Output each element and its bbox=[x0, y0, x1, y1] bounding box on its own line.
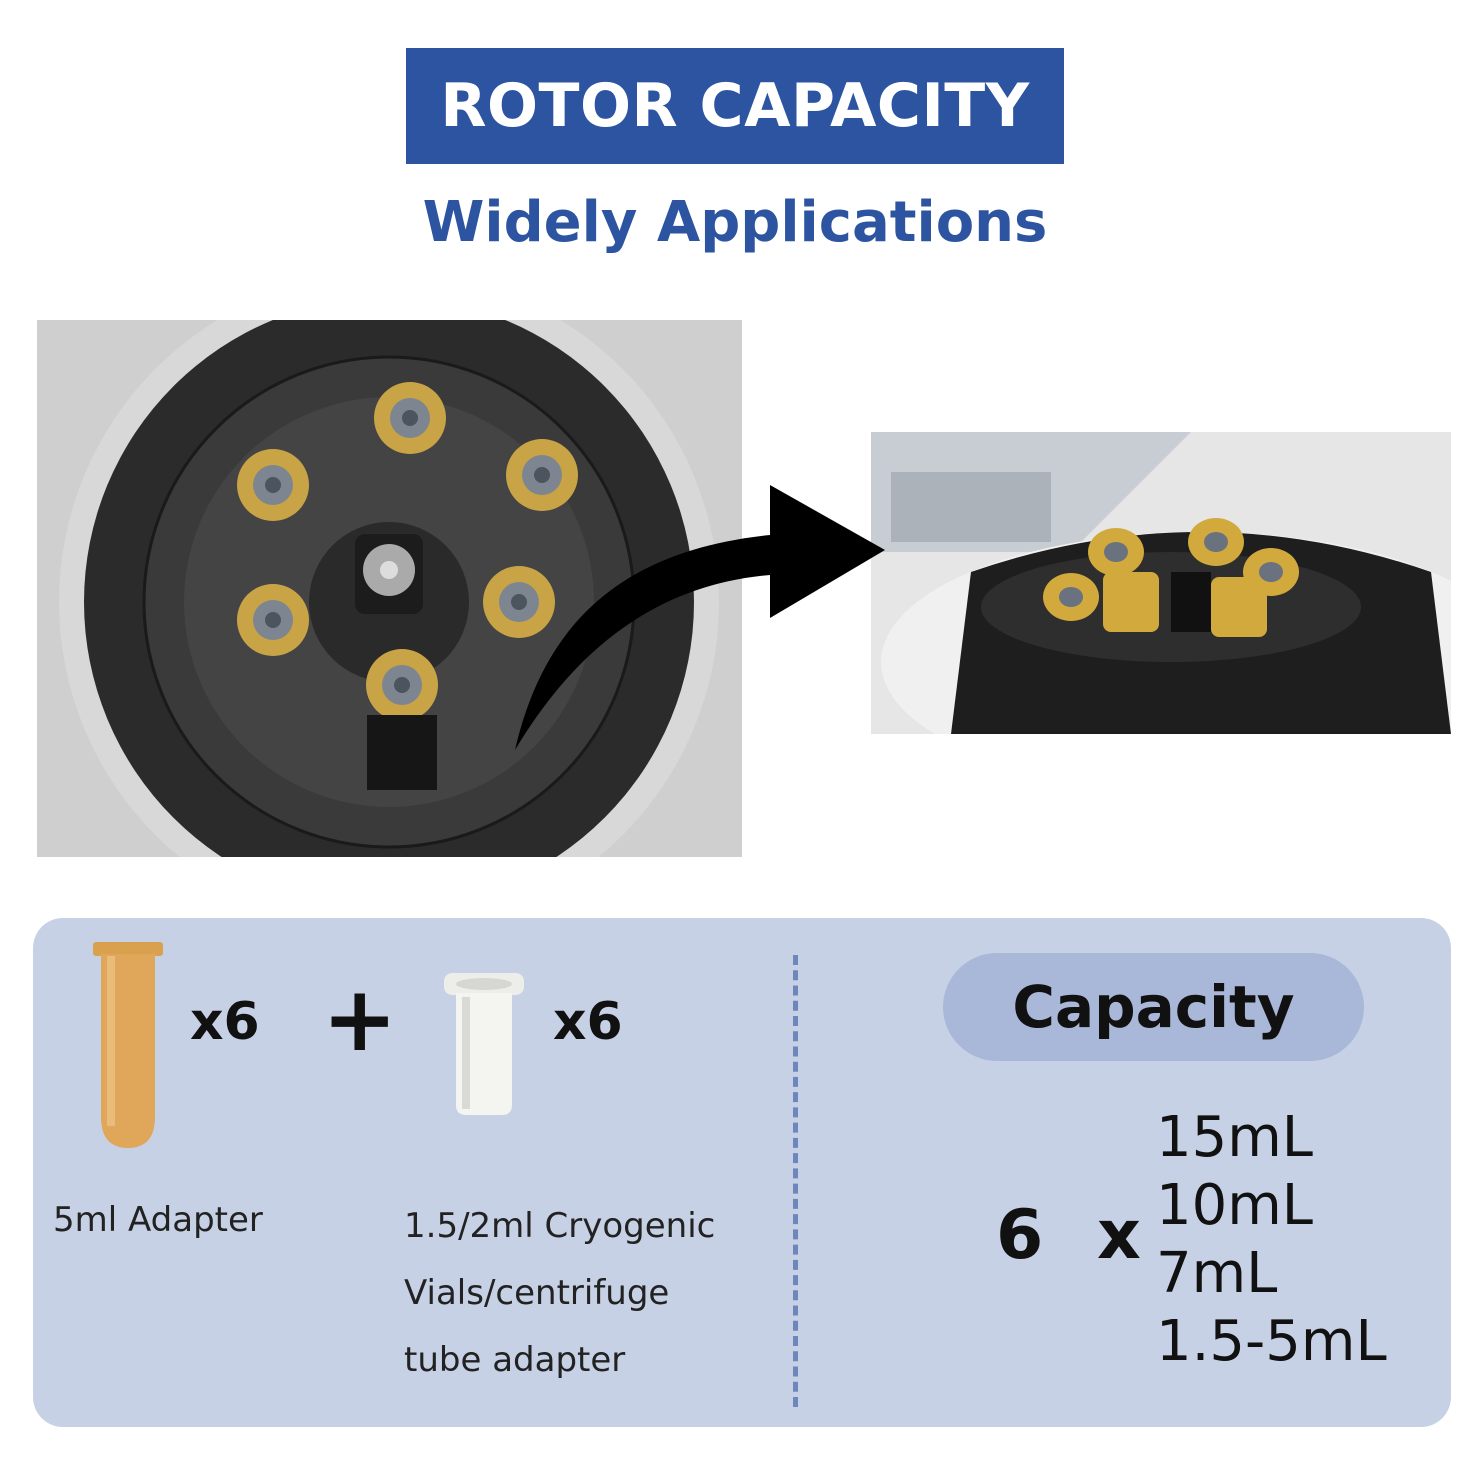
capacity-count: 6 x bbox=[996, 1196, 1141, 1275]
capacity-value: 15mL bbox=[1156, 1105, 1314, 1170]
plus-icon: + bbox=[322, 967, 398, 1072]
cryo-adapter-label-line: tube adapter bbox=[404, 1340, 626, 1380]
capacity-pill: Capacity bbox=[943, 953, 1364, 1061]
title-banner: ROTOR CAPACITY bbox=[406, 48, 1064, 164]
page-subtitle: Widely Applications bbox=[422, 190, 1048, 255]
capacity-value: 7mL bbox=[1156, 1241, 1278, 1306]
adapter-quantity: x6 bbox=[190, 992, 260, 1052]
rotor-top-view-photo bbox=[37, 320, 742, 857]
cryo-adapter-icon bbox=[444, 973, 524, 1115]
capacity-value: 1.5-5mL bbox=[1156, 1309, 1387, 1374]
capacity-value: 10mL bbox=[1156, 1173, 1314, 1238]
capacity-title: Capacity bbox=[1012, 973, 1295, 1041]
adapter-label: 5ml Adapter bbox=[53, 1200, 263, 1240]
panel-divider bbox=[793, 955, 798, 1407]
capacity-values: 15mL 10mL 7mL 1.5-5mL bbox=[1156, 1104, 1387, 1376]
cryo-adapter-label-line: 1.5/2ml Cryogenic bbox=[404, 1206, 716, 1246]
page-title: ROTOR CAPACITY bbox=[440, 71, 1030, 141]
cryo-adapter-label: 1.5/2ml Cryogenic Vials/centrifuge tube … bbox=[404, 1193, 715, 1394]
curved-arrow-icon bbox=[515, 485, 885, 750]
cryo-adapter-quantity: x6 bbox=[553, 992, 623, 1052]
tube-adapter-icon bbox=[93, 942, 163, 1148]
rotor-side-view-photo bbox=[871, 432, 1451, 734]
cryo-adapter-label-line: Vials/centrifuge bbox=[404, 1273, 670, 1313]
